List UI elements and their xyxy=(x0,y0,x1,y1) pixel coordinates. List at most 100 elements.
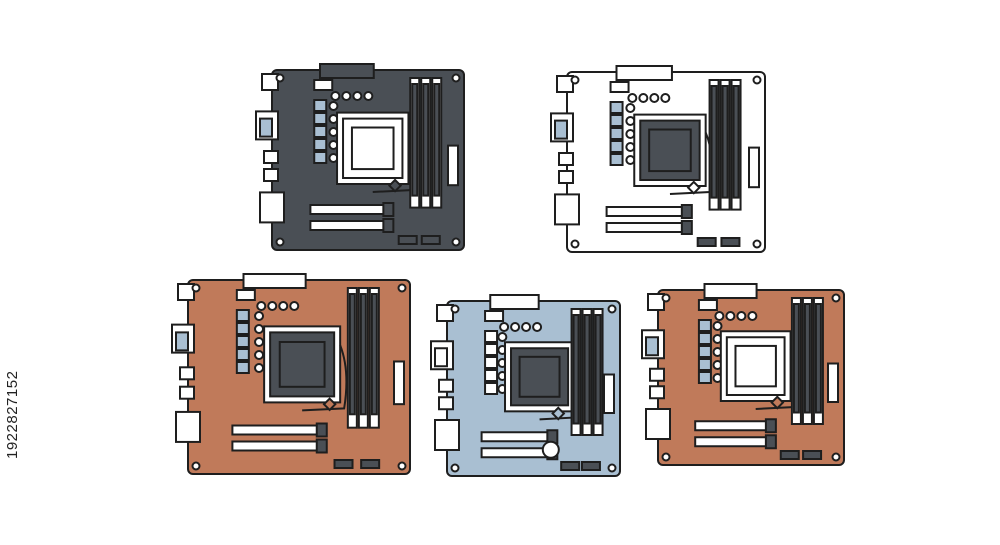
pcie-slot-latch xyxy=(315,438,328,454)
ram-slot xyxy=(422,83,430,197)
io-port-top xyxy=(261,73,279,91)
pcie-slot xyxy=(480,431,556,443)
screw-hole xyxy=(397,283,407,293)
vrm-component xyxy=(484,356,499,369)
vrm-component xyxy=(313,99,328,112)
vrm-component xyxy=(484,382,499,395)
motherboard-copper-large xyxy=(171,273,411,475)
vrm-component xyxy=(313,125,328,138)
vrm-component xyxy=(484,330,499,343)
capacitor xyxy=(714,311,725,321)
screw-hole xyxy=(570,239,580,249)
header-small xyxy=(313,79,334,91)
ethernet-port xyxy=(645,408,671,440)
chipset xyxy=(551,406,566,421)
screw-hole xyxy=(451,73,461,83)
vrm-component xyxy=(609,140,624,153)
vga-port-inner xyxy=(175,331,189,352)
pcie-slot xyxy=(231,440,327,452)
ram-slot xyxy=(721,85,729,199)
capacitor xyxy=(747,311,758,321)
chipset xyxy=(387,178,403,193)
header-small xyxy=(235,289,256,301)
header-small xyxy=(484,310,505,322)
ethernet-port xyxy=(259,191,285,224)
pcie-slot xyxy=(605,222,691,233)
header-bottom xyxy=(779,450,800,460)
power-connector-top xyxy=(319,63,375,79)
screw-hole xyxy=(450,304,460,314)
atx-power-connector xyxy=(748,146,760,189)
screw-hole xyxy=(191,283,201,293)
vrm-component xyxy=(484,343,499,356)
ram-slot xyxy=(732,85,740,199)
capacitor xyxy=(254,324,265,334)
vrm-component xyxy=(609,127,624,140)
cmos-battery xyxy=(541,440,560,459)
pcie-slot-latch xyxy=(764,434,777,450)
capacitor xyxy=(328,101,339,111)
io-port-top xyxy=(177,283,195,301)
screw-hole xyxy=(191,461,201,471)
vrm-component xyxy=(235,361,250,374)
pcie-slot-latch xyxy=(315,422,328,438)
motherboard-blue xyxy=(430,294,621,477)
capacitor xyxy=(256,301,267,311)
screw-hole xyxy=(275,73,285,83)
capacitor xyxy=(627,93,638,103)
ram-slot xyxy=(411,83,419,197)
pcie-slot-latch xyxy=(680,220,693,235)
screw-hole xyxy=(661,293,671,303)
capacitor xyxy=(278,301,289,311)
ram-slot xyxy=(803,303,811,414)
pcie-slot xyxy=(309,220,393,231)
capacitor xyxy=(254,311,265,321)
screw-hole xyxy=(450,463,460,473)
pcie-slot xyxy=(231,424,327,436)
usb-port xyxy=(263,150,279,164)
vrm-component xyxy=(609,153,624,166)
screw-hole xyxy=(831,452,841,462)
screw-hole xyxy=(397,461,407,471)
pcie-slot-latch xyxy=(382,202,395,217)
capacitor xyxy=(497,332,508,342)
socket-lever xyxy=(302,344,348,412)
vrm-component xyxy=(235,309,250,322)
ram-slot xyxy=(583,314,591,425)
capacitor xyxy=(289,301,300,311)
atx-power-connector xyxy=(827,362,839,403)
vga-port-inner xyxy=(434,347,448,368)
usb-port xyxy=(649,367,665,382)
capacitor xyxy=(341,91,352,101)
header-small xyxy=(609,81,630,93)
capacitor xyxy=(649,93,660,103)
capacitor xyxy=(625,155,636,165)
chipset xyxy=(770,395,785,410)
ram-slot xyxy=(359,293,367,416)
vrm-component xyxy=(609,101,624,114)
usb-port xyxy=(179,366,195,381)
ram-slot xyxy=(792,303,800,414)
atx-power-connector xyxy=(447,144,459,187)
cpu-socket-core xyxy=(518,355,561,398)
header-bottom xyxy=(560,461,581,471)
capacitor xyxy=(712,321,723,331)
header-bottom xyxy=(397,235,418,245)
io-port-top xyxy=(556,75,574,93)
vga-port-inner xyxy=(259,117,273,138)
atx-power-connector xyxy=(393,360,405,406)
capacitor xyxy=(638,93,649,103)
screw-hole xyxy=(752,75,762,85)
usb-port xyxy=(179,385,195,400)
io-port-top xyxy=(436,304,454,322)
usb-port xyxy=(558,170,574,184)
vrm-component xyxy=(484,369,499,382)
usb-port xyxy=(558,152,574,166)
pcie-slot xyxy=(605,206,691,217)
capacitor xyxy=(532,322,543,332)
pcie-slot xyxy=(694,420,775,432)
capacitor xyxy=(521,322,532,332)
vrm-component xyxy=(235,322,250,335)
pcie-slot-latch xyxy=(382,218,395,233)
cpu-socket-core xyxy=(734,344,777,388)
